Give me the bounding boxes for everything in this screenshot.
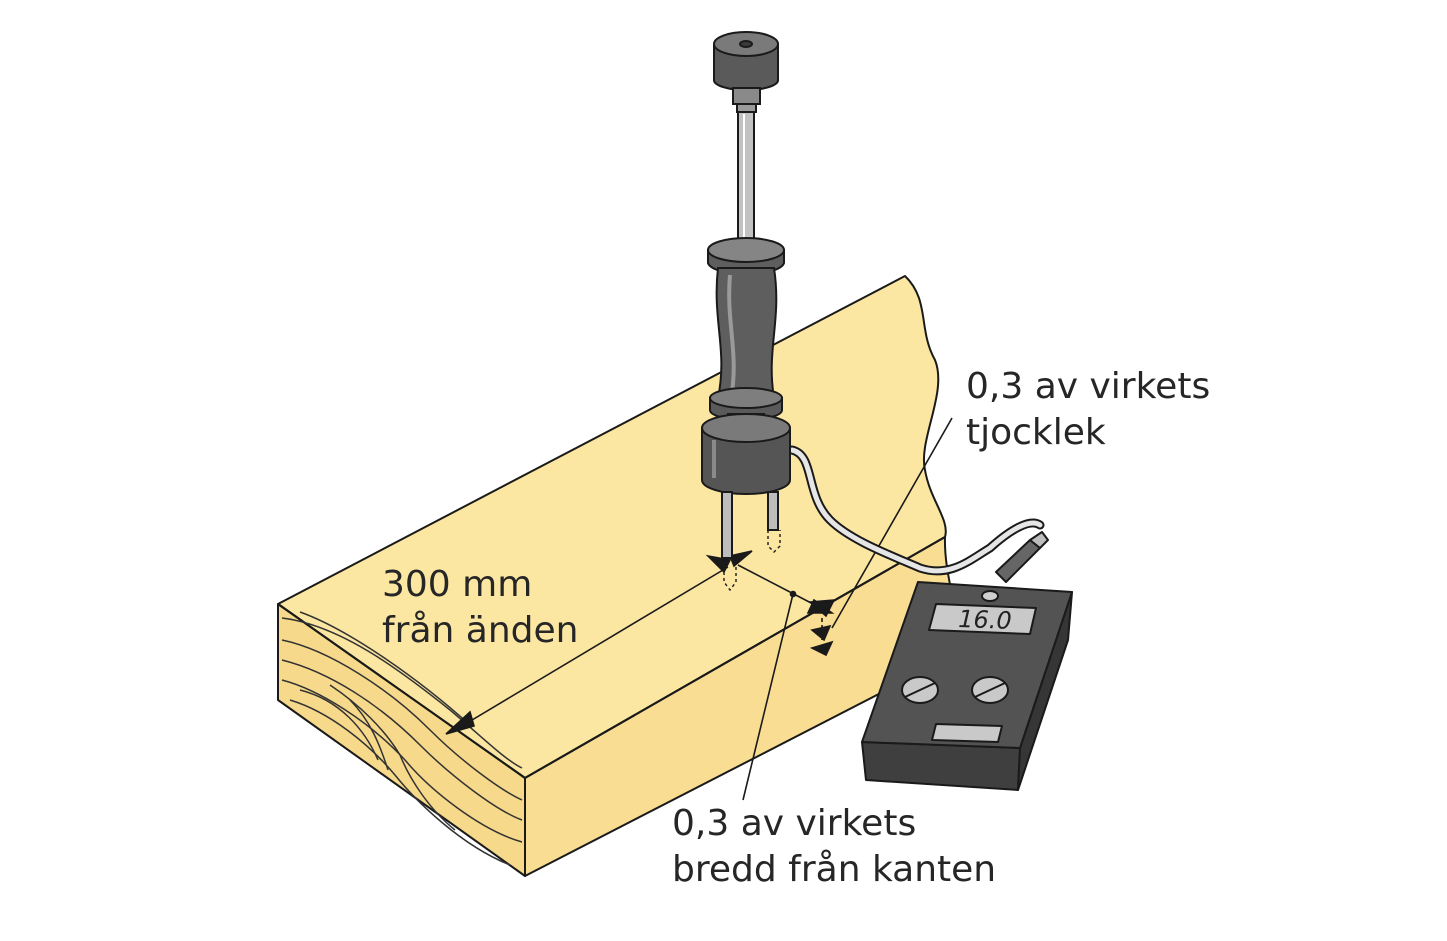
label-distance-line2: från änden bbox=[382, 610, 579, 651]
leader-width bbox=[742, 593, 794, 801]
label-depth-line2: tjocklek bbox=[966, 412, 1106, 453]
label-width: 0,3 av virkets bredd från kanten bbox=[672, 801, 996, 893]
label-depth: 0,3 av virkets tjocklek bbox=[966, 364, 1210, 456]
label-depth-line1: 0,3 av virkets bbox=[966, 366, 1211, 407]
probe-cable bbox=[787, 445, 1045, 576]
leader-depth bbox=[831, 417, 953, 629]
arrowhead-end bbox=[445, 710, 475, 735]
end-grain-rings bbox=[281, 611, 523, 866]
arrowhead-edge bbox=[808, 599, 836, 618]
arrowhead-probe-right bbox=[728, 550, 753, 568]
moisture-meter-icon bbox=[861, 531, 1073, 791]
label-distance-line1: 300 mm bbox=[382, 564, 533, 605]
meter-display-value: 16.0 bbox=[958, 605, 1012, 635]
label-width-line1: 0,3 av virkets bbox=[672, 803, 917, 844]
edge-reference-line bbox=[524, 536, 946, 779]
arrowhead-depth bbox=[809, 640, 834, 657]
meter-display bbox=[928, 603, 1037, 635]
label-distance-from-end: 300 mm från änden bbox=[382, 562, 579, 654]
moisture-probe-icon bbox=[701, 31, 791, 559]
dimension-lines bbox=[445, 417, 953, 801]
meter-button[interactable] bbox=[931, 723, 1003, 743]
pin-tips bbox=[723, 530, 781, 592]
label-width-line2: bredd från kanten bbox=[672, 849, 997, 890]
board-front-edge bbox=[277, 603, 526, 779]
wood-board bbox=[277, 275, 961, 877]
